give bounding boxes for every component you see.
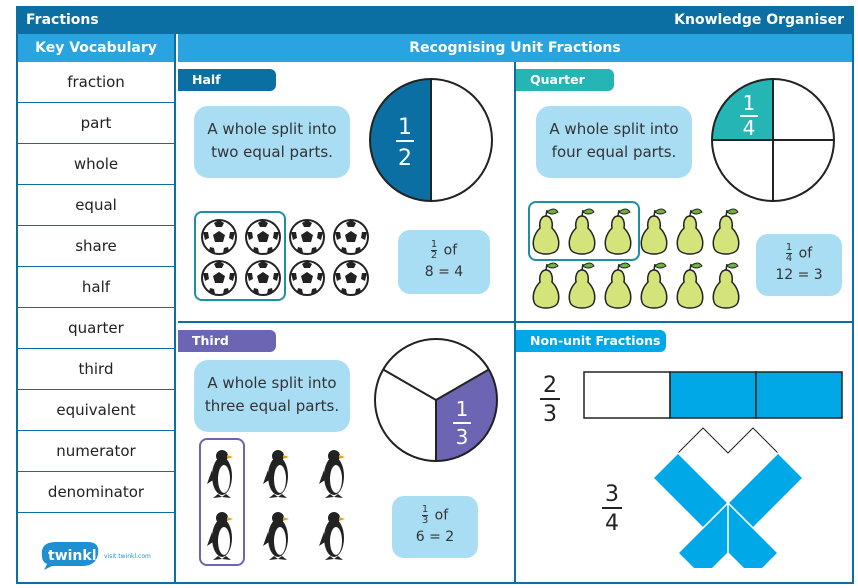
half-example-equation: 8 = 4 xyxy=(424,263,464,280)
footballs xyxy=(201,219,369,296)
half-definition: A whole split into two equal parts. xyxy=(194,106,350,178)
vocab-item: equal xyxy=(18,185,174,226)
nonunit-fraction1-denominator: 3 xyxy=(543,402,557,427)
quarter-definition-line1: A whole split into xyxy=(549,120,679,138)
pears xyxy=(532,208,740,309)
panel-divider-horizontal xyxy=(178,321,852,323)
tab-half: Half xyxy=(178,69,276,91)
tab-third: Third xyxy=(178,330,276,352)
quarter-numerator: 1 xyxy=(743,91,756,115)
page-title: Fractions xyxy=(26,12,99,28)
twinkl-logo[interactable]: twinkl visit twinkl.com xyxy=(38,534,168,574)
third-denominator: 3 xyxy=(456,425,469,449)
page-subtitle: Knowledge Organiser xyxy=(674,12,844,28)
knowledge-organiser: Fractions Knowledge Organiser Key Vocabu… xyxy=(16,6,854,584)
half-definition-line2: two equal parts. xyxy=(211,143,333,161)
third-circle: 1 3 xyxy=(374,338,498,462)
vocab-list: fraction part whole equal share half qua… xyxy=(18,62,176,582)
third-definition: A whole split into three equal parts. xyxy=(194,360,350,432)
third-group-box xyxy=(199,438,245,566)
svg-text:visit twinkl.com: visit twinkl.com xyxy=(104,553,151,560)
nonunit-fraction2-numerator: 3 xyxy=(605,482,619,507)
vocab-item: part xyxy=(18,103,174,144)
third-example-of: of xyxy=(434,507,449,524)
top-bar: Fractions Knowledge Organiser xyxy=(18,8,852,34)
vocab-item: numerator xyxy=(18,431,174,472)
vocab-item: half xyxy=(18,267,174,308)
vocab-item: quarter xyxy=(18,308,174,349)
quarter-example-of: of xyxy=(798,245,813,262)
quarter-definition-line2: four equal parts. xyxy=(551,143,677,161)
half-circle: 1 2 xyxy=(369,78,493,202)
half-numerator: 1 xyxy=(398,115,412,140)
third-definition-line2: three equal parts. xyxy=(204,397,340,415)
third-numerator: 1 xyxy=(456,397,469,421)
half-example-of: of xyxy=(443,242,458,259)
main-heading: Recognising Unit Fractions xyxy=(178,34,852,62)
vocab-item: whole xyxy=(18,144,174,185)
quarter-group-box xyxy=(528,201,640,261)
third-definition-line1: A whole split into xyxy=(207,374,337,392)
svg-text:twinkl: twinkl xyxy=(48,548,97,564)
vocab-item: share xyxy=(18,226,174,267)
vocab-item: equivalent xyxy=(18,390,174,431)
tab-quarter: Quarter xyxy=(516,69,614,91)
half-denominator: 2 xyxy=(398,146,412,171)
nonunit-fraction1-numerator: 2 xyxy=(543,373,557,398)
quarter-denominator: 4 xyxy=(743,116,756,140)
vocab-item: denominator xyxy=(18,472,174,513)
non-unit-diagrams: 2 3 3 4 xyxy=(540,371,843,568)
vocab-item: fraction xyxy=(18,62,174,103)
third-example-equation: 6 = 2 xyxy=(415,528,455,545)
tab-non-unit: Non-unit Fractions xyxy=(516,330,666,352)
half-group-box xyxy=(194,211,286,301)
quarter-circle: 1 4 xyxy=(711,78,835,202)
vocab-heading: Key Vocabulary xyxy=(18,34,176,62)
nonunit-fraction2-denominator: 4 xyxy=(605,511,619,536)
half-definition-line1: A whole split into xyxy=(207,120,337,138)
penguins xyxy=(207,450,345,560)
quarter-example-equation: 12 = 3 xyxy=(775,266,823,283)
vocab-item: third xyxy=(18,349,174,390)
quarter-definition: A whole split into four equal parts. xyxy=(536,106,692,178)
